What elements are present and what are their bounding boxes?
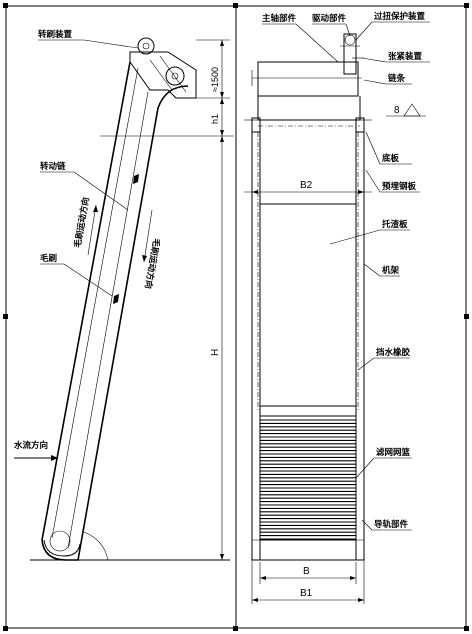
label-drive-chain: 转动链 bbox=[40, 161, 66, 172]
label-water-level: 8 bbox=[394, 105, 400, 116]
drive-wheel-inner bbox=[171, 72, 179, 80]
bottom-end bbox=[43, 539, 81, 557]
housing-inner-line-2 bbox=[67, 91, 149, 549]
dim-B2: B2 bbox=[300, 180, 313, 191]
head-frame bbox=[257, 96, 361, 121]
filter-bars bbox=[260, 419, 356, 540]
label-brush-device: 转刷装置 bbox=[38, 29, 73, 40]
motion-arrow-down bbox=[143, 209, 153, 263]
support-plate bbox=[259, 203, 357, 407]
top-head bbox=[129, 51, 197, 99]
label-brush-motion-1: 毛刷运动方向 bbox=[72, 196, 92, 248]
label-main-shaft: 主轴部件 bbox=[262, 13, 297, 24]
side-view: 转刷装置 转动链 毛刷 水流方向 毛刷运动方向 毛刷运动方向 ≈1500 h1 … bbox=[13, 29, 234, 561]
label-brush-motion-2: 毛刷运动方向 bbox=[142, 237, 162, 289]
brush-shaft-inner bbox=[142, 42, 150, 50]
motion-arrow-up bbox=[87, 204, 97, 256]
brush-shaft-circle bbox=[137, 37, 155, 55]
label-tension-device: 张紧装置 bbox=[388, 51, 423, 62]
label-base-plate: 底板 bbox=[382, 153, 400, 164]
inclined-housing bbox=[41, 61, 189, 561]
water-level-symbol bbox=[403, 103, 421, 117]
label-water-rubber: 挡水橡胶 bbox=[376, 347, 411, 358]
front-view: 主轴部件 驱动部件 过扭保护装置 张紧装置 链条 8 底板 预埋钢板 托渣板 机… bbox=[244, 11, 430, 604]
label-brush: 毛刷 bbox=[40, 253, 57, 264]
dim-H: H bbox=[210, 349, 221, 356]
selection-handles[interactable] bbox=[3, 3, 469, 631]
dim-h1: h1 bbox=[210, 114, 220, 124]
label-embedded-plate: 预埋钢板 bbox=[382, 181, 417, 192]
label-filter-screen: 滤网网篮 bbox=[376, 447, 411, 458]
label-overload-protect: 过扭保护装置 bbox=[374, 11, 426, 22]
dim-B: B bbox=[303, 566, 310, 577]
label-flow-direction: 水流方向 bbox=[13, 440, 48, 451]
drive-wheel bbox=[165, 66, 185, 86]
angle-arc bbox=[83, 531, 109, 561]
drive-motor bbox=[343, 33, 357, 75]
label-guide-rail: 导轨部件 bbox=[374, 519, 409, 530]
dim-top: ≈1500 bbox=[210, 67, 220, 92]
label-drive-unit: 驱动部件 bbox=[312, 13, 347, 24]
housing-inner-line bbox=[51, 67, 139, 539]
dim-B1: B1 bbox=[300, 588, 313, 599]
bottom-sprocket bbox=[49, 530, 71, 552]
label-chain: 链条 bbox=[388, 73, 406, 84]
label-support-plate: 托渣板 bbox=[382, 219, 408, 230]
label-frame: 机架 bbox=[382, 265, 400, 276]
brush-mark-1 bbox=[133, 174, 139, 184]
brush-mark-2 bbox=[113, 294, 119, 304]
drive-housing bbox=[257, 61, 359, 97]
